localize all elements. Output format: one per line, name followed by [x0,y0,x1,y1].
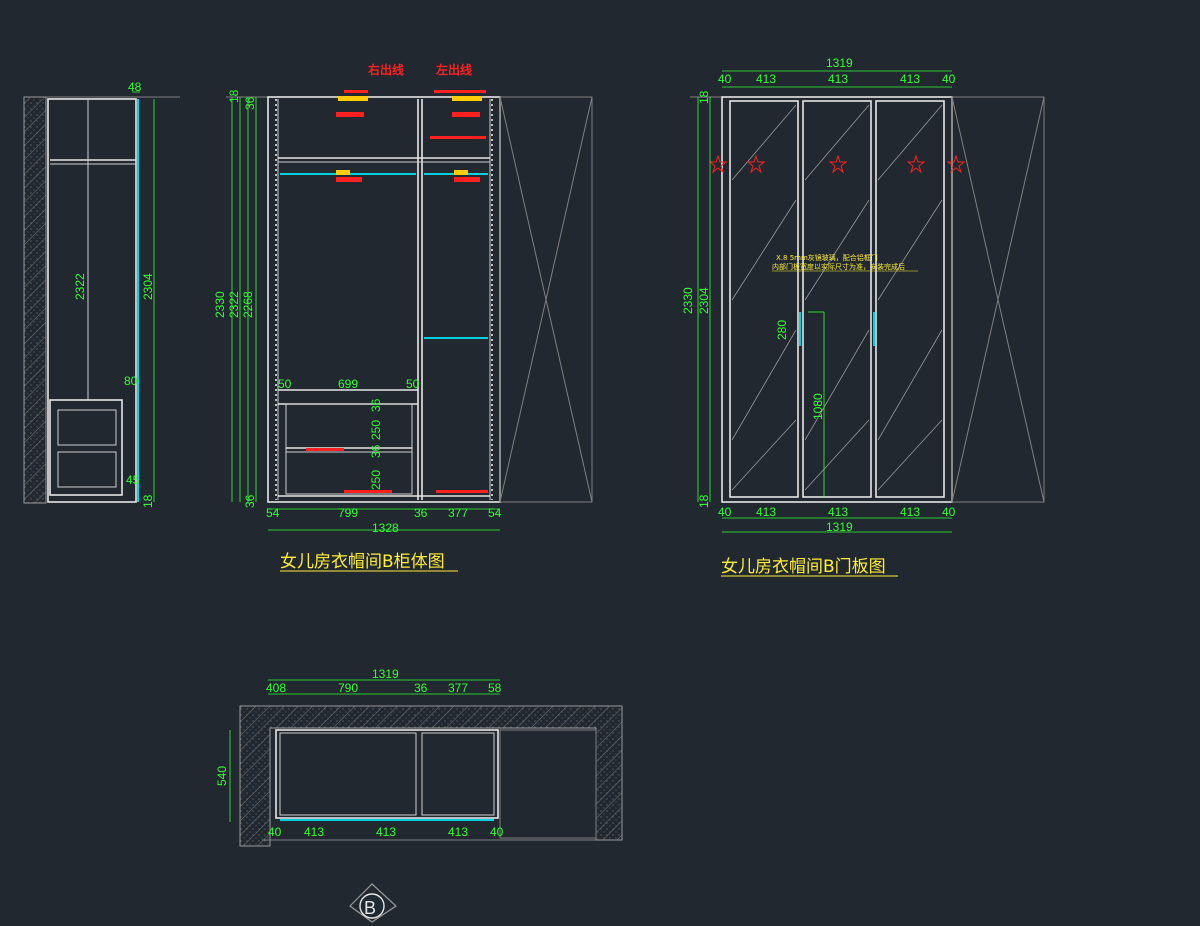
door-note-line-1: X.8 5mm灰镜玻璃，配合铝框门 [776,253,878,262]
door-top-413-b: 413 [828,72,848,86]
plan-top-790: 790 [338,681,358,695]
side-dim-2322: 2322 [73,273,87,300]
label-right-outlet: 右出线 [367,62,404,77]
cab-dim-bottom-36: 36 [243,494,257,508]
plan-bottom-413-a: 413 [304,825,324,839]
cabinet-elevation: 右出线 左出线 18 36 2330 2322 2268 50 699 50 3… [213,62,593,572]
side-dim-48: 48 [128,80,142,94]
door-top-40-left: 40 [718,72,732,86]
cab-inner-50-left: 50 [278,377,292,391]
door-handle-280: 280 [775,320,789,340]
plan-bottom-413-c: 413 [448,825,468,839]
plan-view: 1319 408 790 36 377 58 540 40 413 413 41… [215,667,623,847]
door-panel-1 [729,100,799,498]
side-dim-18: 18 [141,494,155,508]
side-section-view: 48 2322 2304 80 45 18 [23,80,180,508]
cab-dim-18: 18 [227,89,241,103]
door-top-total: 1319 [826,56,853,70]
plan-top-58: 58 [488,681,502,695]
door-bottom-total: 1319 [826,520,853,534]
plan-bottom-40-left: 40 [268,825,282,839]
cab-dim-36: 36 [243,96,257,110]
label-left-outlet: 左出线 [435,62,472,77]
plan-top-408: 408 [266,681,286,695]
door-left-18: 18 [697,90,711,104]
door-view-title: 女儿房衣帽间B门板图 [721,557,886,577]
door-top-413-a: 413 [756,72,776,86]
side-dim-2304: 2304 [141,273,155,300]
plan-depth-540: 540 [215,766,229,786]
section-marker: B [349,883,397,923]
door-left-2304: 2304 [697,287,711,314]
door-bottom-413-b: 413 [828,505,848,519]
cab-bottom-377: 377 [448,506,468,520]
cab-bottom-799: 799 [338,506,358,520]
cab-dim-2330: 2330 [213,291,227,318]
cab-inner-36a: 36 [369,398,383,412]
door-bottom-413-a: 413 [756,505,776,519]
cab-dim-2322: 2322 [227,291,241,318]
door-elevation: X.8 5mm灰镜玻璃，配合铝框门 内部门板宽度以实际尺寸为准，安装完成后 13… [681,56,1045,577]
side-dim-80: 80 [124,374,138,388]
side-drawer-block [49,399,123,496]
door-panel-3 [875,100,945,498]
plan-top-377: 377 [448,681,468,695]
cab-dim-2268: 2268 [241,291,255,318]
cab-bottom-54-left: 54 [266,506,280,520]
star-mark-4 [906,154,926,174]
plan-bottom-40-right: 40 [490,825,504,839]
cab-inner-250a: 250 [369,420,383,440]
star-mark-1 [708,154,728,174]
door-panel-2 [802,100,872,498]
door-bottom-40-left: 40 [718,505,732,519]
section-marker-label: B [364,898,376,918]
plan-top-36: 36 [414,681,428,695]
cab-inner-50-right: 50 [406,377,420,391]
door-bottom-40-right: 40 [942,505,956,519]
cab-inner-699: 699 [338,377,358,391]
cab-bottom-54-right: 54 [488,506,502,520]
cab-bottom-36: 36 [414,506,428,520]
cab-inner-250b: 250 [369,470,383,490]
cab-inner-36b: 36 [369,444,383,458]
side-dim-45: 45 [126,473,140,487]
door-left-2330: 2330 [681,287,695,314]
star-mark-5 [946,154,966,174]
plan-bottom-413-b: 413 [376,825,396,839]
door-bottom-413-c: 413 [900,505,920,519]
plan-total-1319: 1319 [372,667,399,681]
cab-total-1328: 1328 [372,521,399,535]
star-mark-2 [746,154,766,174]
side-carcass [47,98,137,503]
cabinet-view-title: 女儿房衣帽间B柜体图 [280,552,445,572]
door-note-line-2: 内部门板宽度以实际尺寸为准，安装完成后 [772,262,905,271]
star-mark-3 [828,154,848,174]
door-bottom-left-18: 18 [697,494,711,508]
door-handle-1080: 1080 [811,393,825,420]
plan-cabinet [275,729,499,819]
door-top-40-right: 40 [942,72,956,86]
door-top-413-c: 413 [900,72,920,86]
